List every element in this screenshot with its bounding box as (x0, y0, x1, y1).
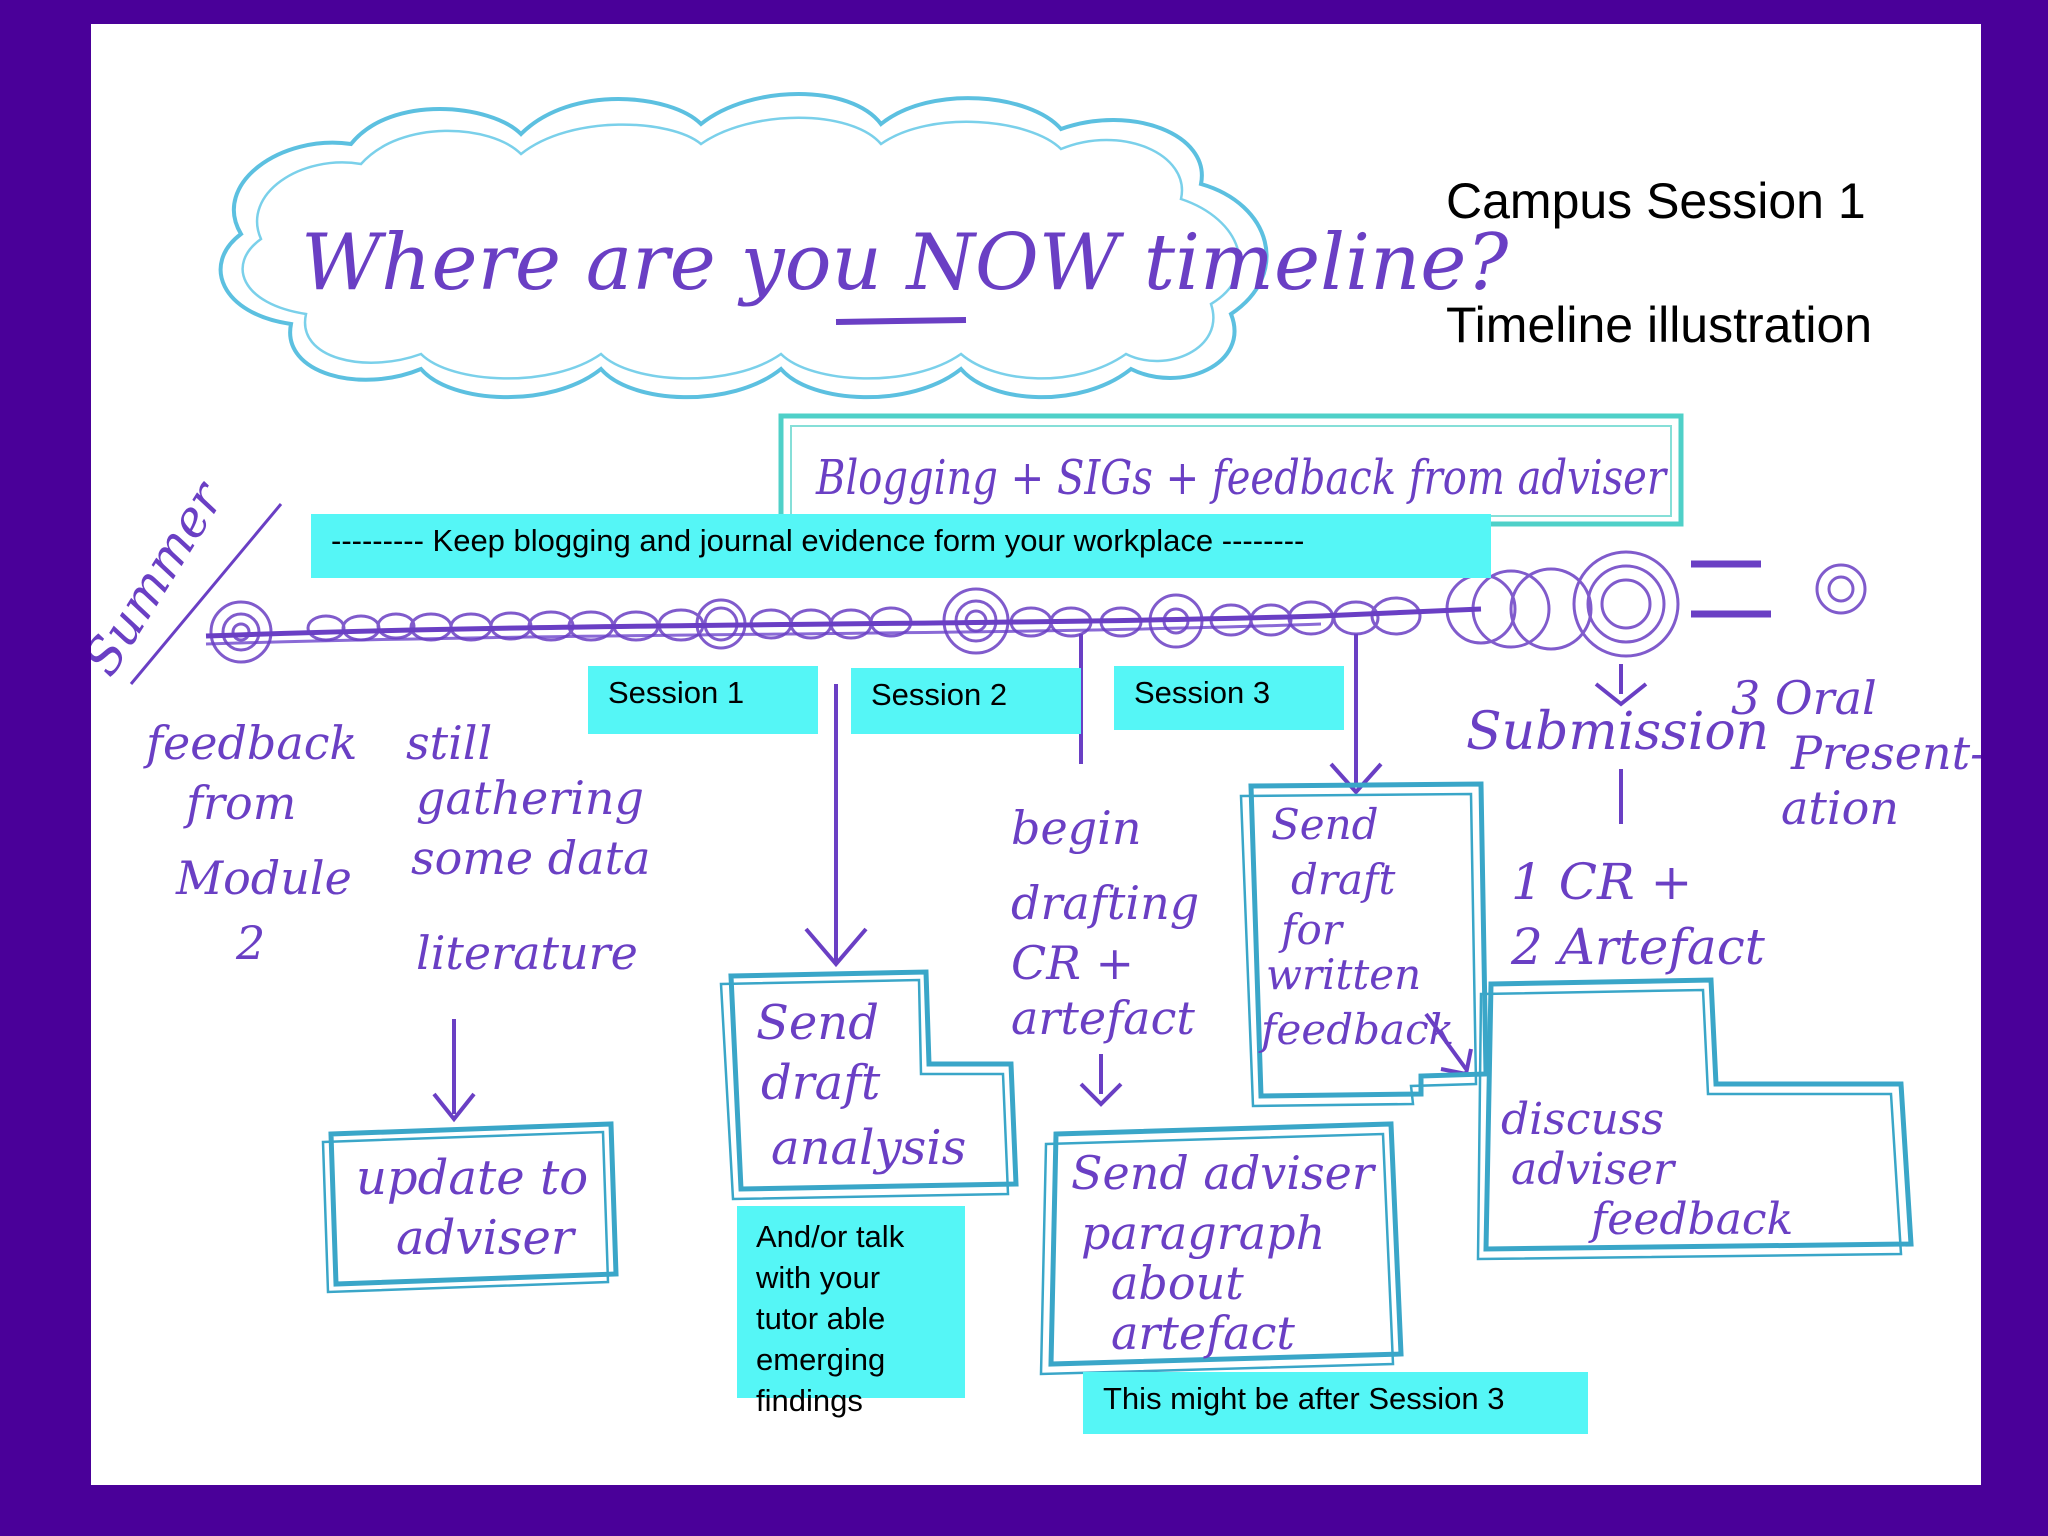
note-drafting-line: drafting (1011, 876, 1199, 930)
box-text-line: discuss (1501, 1094, 1664, 1145)
timeline-sketch: Where are you NOW timeline? Blogging + S… (91, 92, 1981, 1376)
note-drafting-line: artefact (1011, 991, 1195, 1045)
box-send-paragraph (1048, 1121, 1404, 1367)
caption-campus-session: Campus Session 1 (1446, 173, 1866, 229)
timeline-line (205, 606, 1482, 639)
sketch-boxes (321, 781, 1914, 1376)
box-send-analysis (728, 969, 1019, 1192)
box-text-line: for (1278, 905, 1345, 954)
note-oral-line: 3 Oral (1731, 671, 1877, 725)
box-text-line: feedback (1258, 1005, 1454, 1054)
after-session-3-label: This might be after Session 3 (1083, 1372, 1588, 1434)
caption-timeline-illustration: Timeline illustration (1446, 297, 1873, 353)
box-text-line: Send (1271, 800, 1379, 849)
note-gathering-line: gathering (416, 771, 644, 825)
note-drafting-line: CR + (1011, 936, 1134, 990)
box-send-written-text: Send draft for written feedback (1258, 800, 1454, 1054)
sketch-title: Where are you NOW timeline? (301, 218, 1509, 308)
box-update-adviser (328, 1121, 619, 1287)
session-2-label: Session 2 (851, 668, 1081, 734)
note-feedback-line: feedback (143, 716, 357, 770)
note-oral-line: Present- (1790, 726, 1981, 780)
box-text-line: adviser (396, 1210, 577, 1266)
box-discuss (1483, 977, 1914, 1252)
title-cloud-inner (241, 116, 1241, 380)
box-text-line: Send adviser (1071, 1146, 1377, 1200)
box-text-line: draft (1291, 855, 1396, 904)
title-now-underline (835, 317, 967, 325)
note-oral: 3 Oral Present- ation (1731, 671, 1981, 835)
note-feedback-line: 2 (235, 916, 265, 970)
session-1-label: Session 1 (588, 666, 818, 734)
keep-blogging-label: --------- Keep blogging and journal evid… (311, 514, 1491, 578)
note-deliverables: 1 CR + 2 Artefact (1510, 853, 1766, 976)
note-gathering: still gathering some data literature (406, 716, 651, 980)
note-deliverables-line: 2 Artefact (1510, 918, 1766, 976)
box-text-line: written (1266, 950, 1421, 999)
note-drafting-line: begin (1011, 801, 1141, 855)
box-text-line: update to (356, 1150, 588, 1206)
session-3-label: Session 3 (1114, 666, 1344, 730)
box-text-line: paragraph (1081, 1206, 1325, 1260)
box-send-analysis-text: Send draft analysis (756, 995, 966, 1176)
note-gathering-line: still (406, 716, 492, 770)
box-send-paragraph-text: Send adviser paragraph about artefact (1071, 1146, 1377, 1360)
slide-canvas: Where are you NOW timeline? Blogging + S… (91, 24, 1981, 1485)
note-deliverables-line: 1 CR + (1511, 853, 1692, 911)
note-gathering-line: literature (416, 926, 638, 980)
box-text-line: about (1111, 1256, 1244, 1310)
box-update-adviser-text: update to adviser (356, 1150, 588, 1266)
box-text-line: Send (756, 995, 879, 1051)
note-feedback-line: Module (175, 851, 352, 905)
note-feedback: feedback from Module 2 (143, 716, 357, 970)
box-text-line: artefact (1111, 1306, 1295, 1360)
timeline-end-bars (1691, 560, 1771, 618)
tutor-note-label: And/or talk with your tutor able emergin… (737, 1206, 965, 1418)
title-cloud (218, 92, 1269, 400)
box-text-line: analysis (771, 1120, 966, 1176)
timeline-scribbles (209, 550, 1867, 664)
note-oral-line: ation (1781, 781, 1899, 835)
box-text-line: adviser (1511, 1144, 1677, 1195)
summer-label: Summer (91, 470, 237, 685)
box-discuss-text: discuss adviser feedback (1501, 1094, 1793, 1245)
box-text-line: draft (761, 1055, 881, 1111)
box-text-line: feedback (1588, 1194, 1793, 1245)
note-feedback-line: from (183, 776, 296, 830)
note-submission: Submission (1466, 702, 1769, 762)
note-drafting: begin drafting CR + artefact (1011, 801, 1199, 1045)
summer-underline (129, 503, 283, 685)
note-gathering-line: some data (411, 831, 651, 885)
top-bar-text: Blogging + SIGs + feedback from adviser (815, 450, 1668, 506)
box-send-written (1248, 781, 1489, 1099)
